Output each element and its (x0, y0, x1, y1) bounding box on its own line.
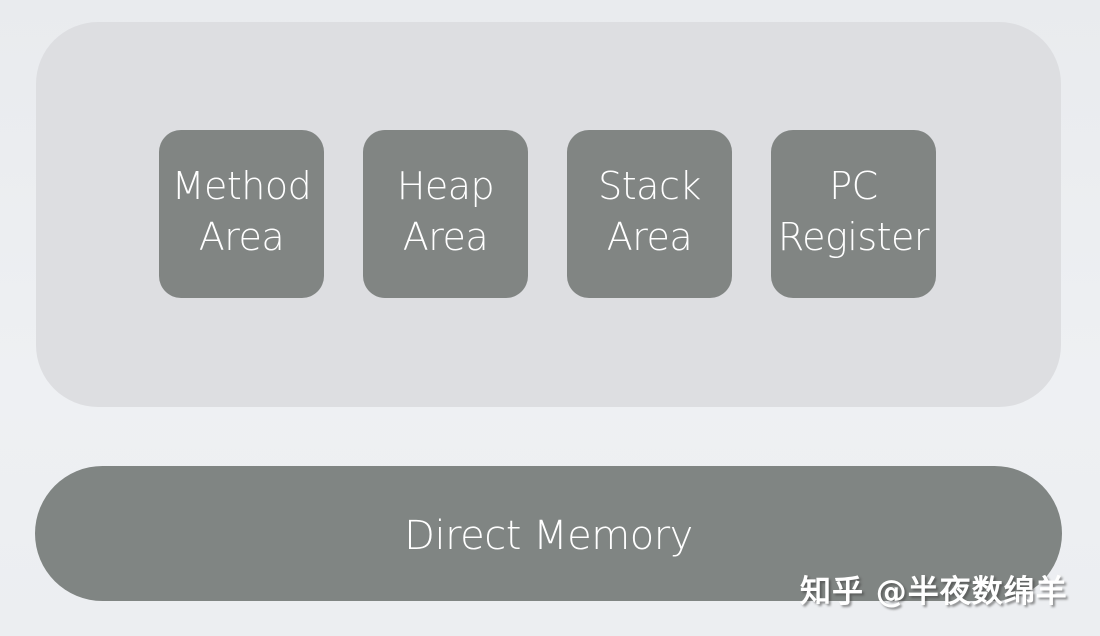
stack-area-label-line2: Area (606, 215, 693, 259)
method-area-box: Method Area (159, 130, 324, 298)
stack-area-box: Stack Area (567, 130, 732, 298)
heap-area-box: Heap Area (363, 130, 528, 298)
method-area-label-line1: Method (171, 164, 312, 208)
direct-memory-label: Direct Memory (404, 512, 693, 559)
heap-area-label-line1: Heap (396, 164, 495, 208)
pc-register-label-line1: PC (829, 164, 878, 208)
direct-memory-bar: Direct Memory (35, 466, 1062, 601)
watermark: 知乎 @半夜数绵羊 (800, 574, 1068, 610)
pc-register-box: PC Register (771, 130, 936, 298)
heap-area-label-line2: Area (402, 215, 489, 259)
stack-area-label-line1: Stack (598, 164, 701, 208)
method-area-label-line2: Area (198, 215, 285, 259)
pc-register-label-line2: Register (777, 215, 930, 259)
